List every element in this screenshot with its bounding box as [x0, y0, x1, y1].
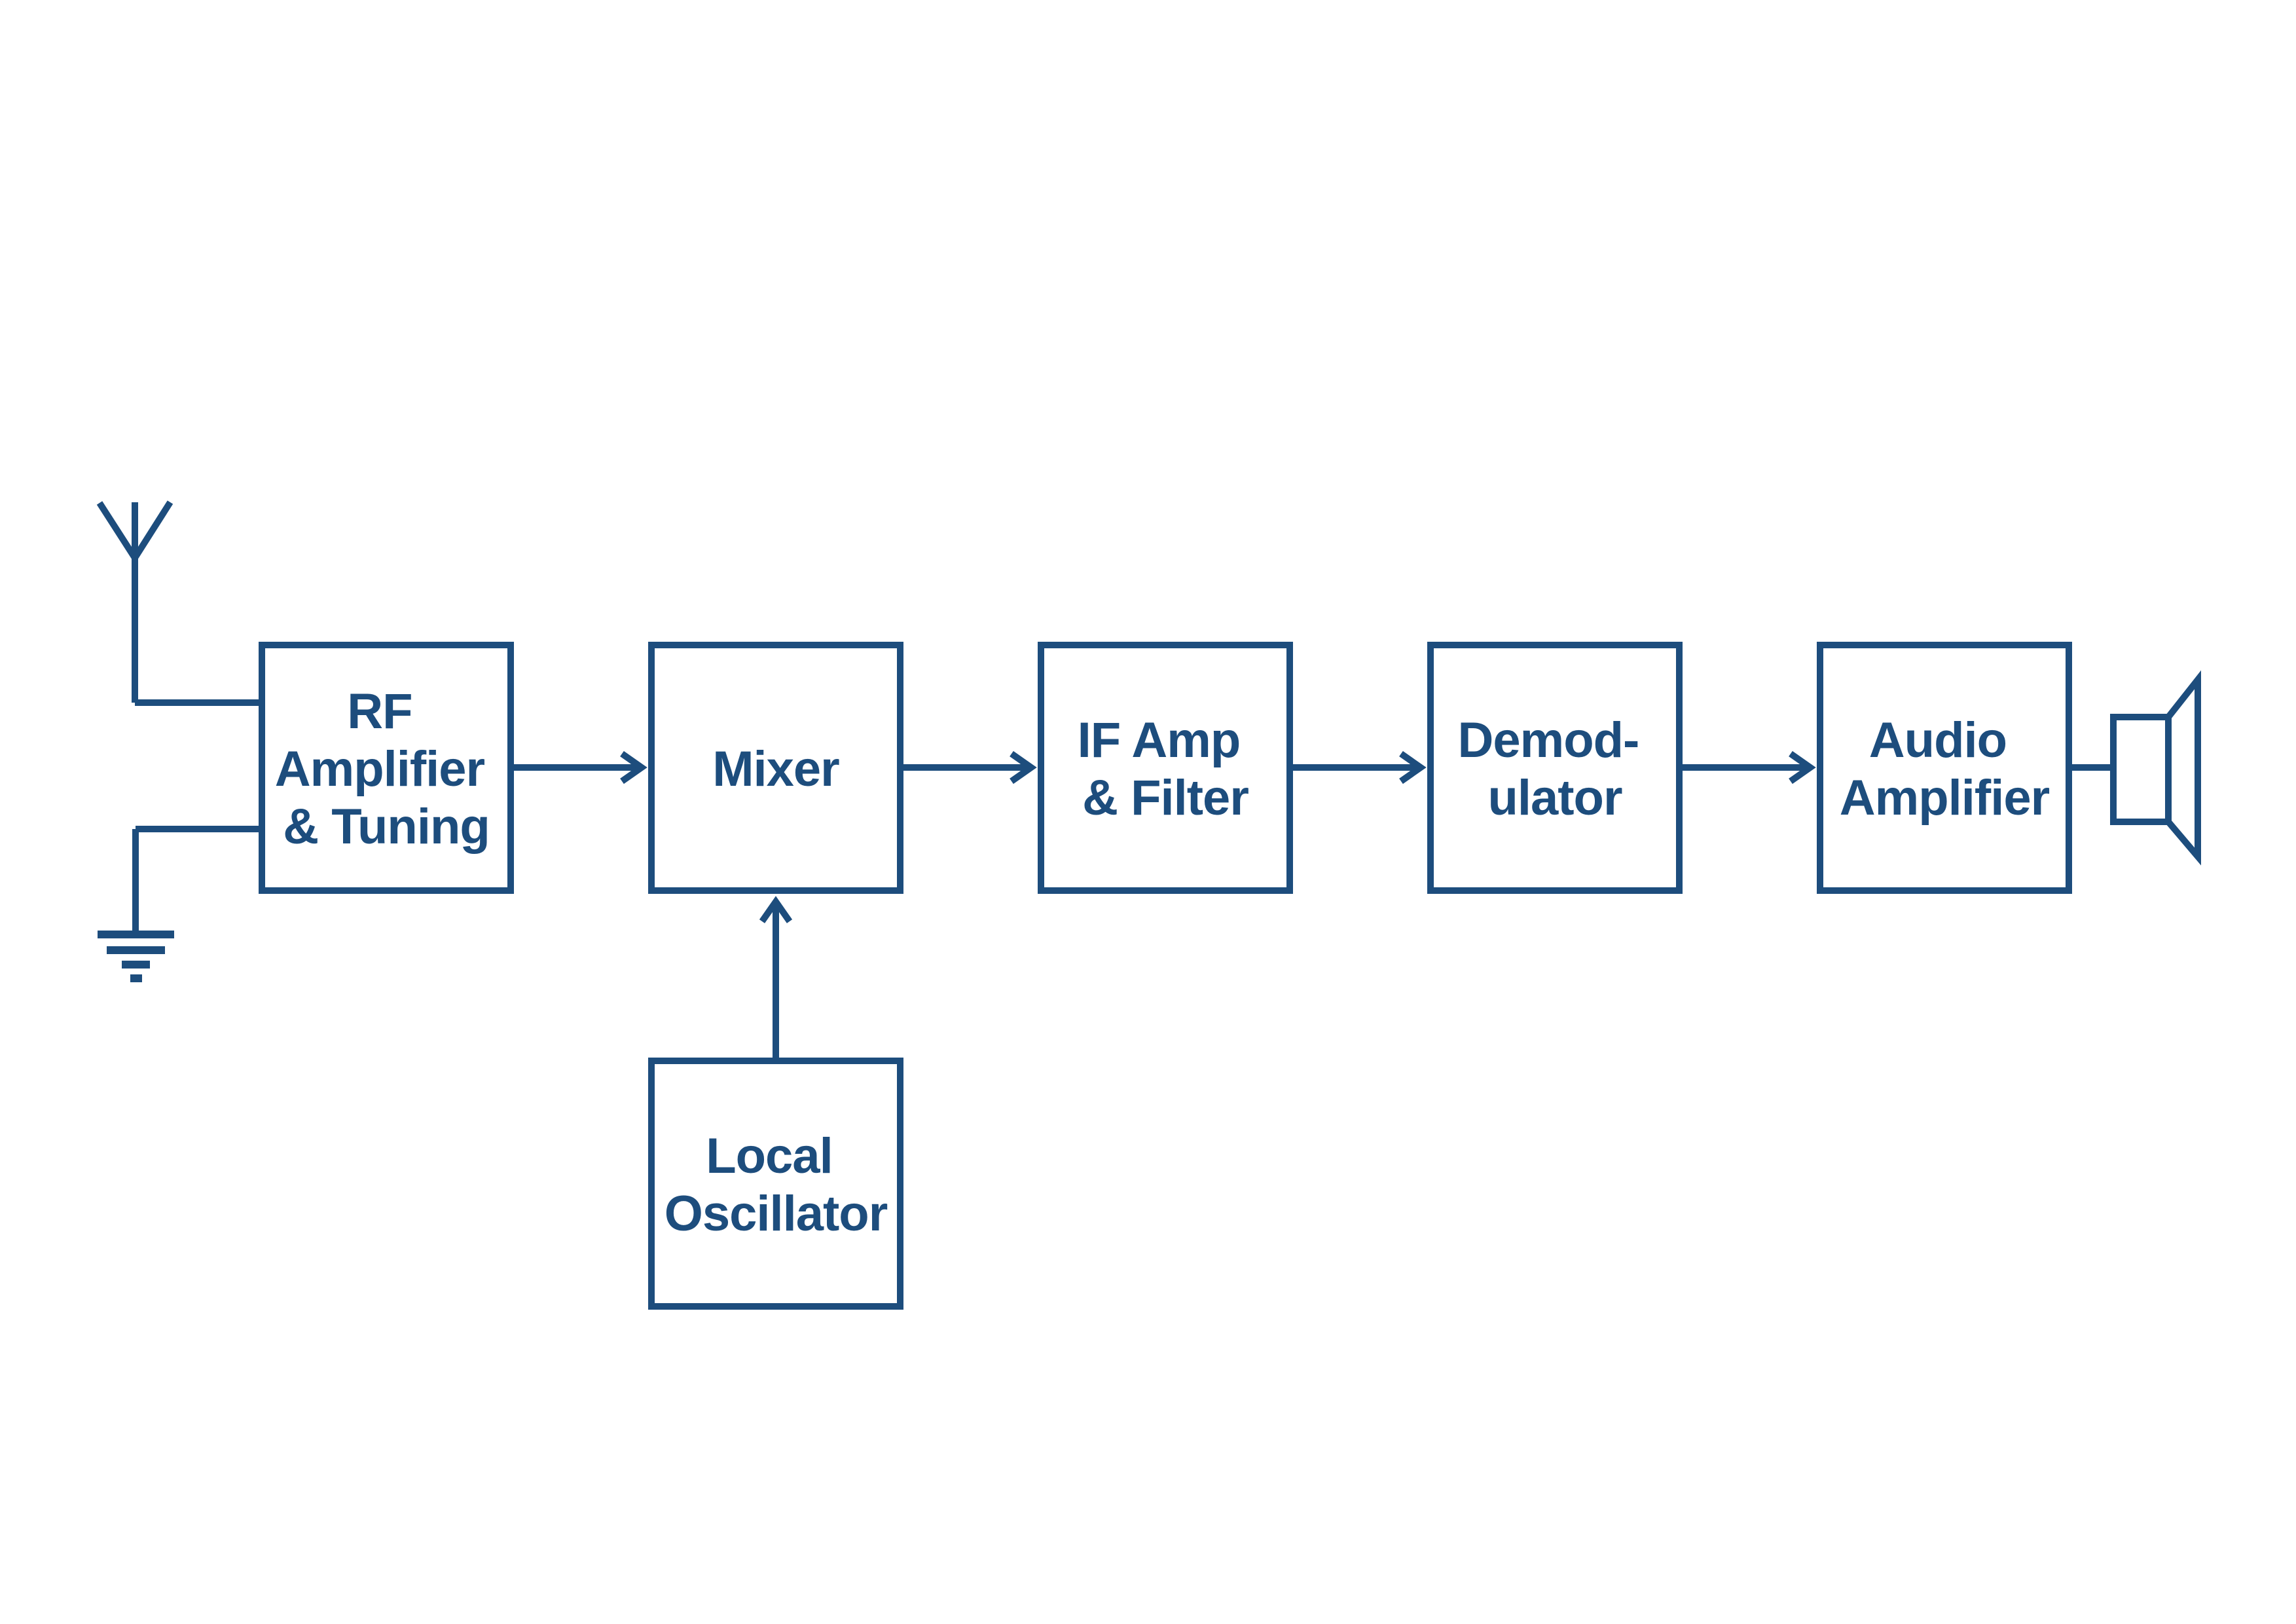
block-mixer: Mixer [648, 642, 903, 894]
arrow-mixer-to-if [900, 750, 1037, 784]
block-audio-amplifier: Audio Amplifier [1817, 642, 2072, 894]
block-demodulator: Demod- ulator [1427, 642, 1683, 894]
arrow-demod-to-audio [1679, 750, 1816, 784]
arrow-if-to-demod [1290, 750, 1427, 784]
mixer-label: Mixer [712, 741, 839, 797]
if-amp-filter-label: IF Amp & Filter [1078, 712, 1254, 826]
local-oscillator-label: Local Oscillator [665, 1128, 888, 1242]
block-rf-amplifier: RF Amplifier & Tuning [259, 642, 514, 894]
audio-amplifier-label: Audio Amplifier [1840, 712, 2050, 826]
demodulator-label: Demod- ulator [1457, 712, 1652, 826]
rf-amplifier-label: RF Amplifier & Tuning [275, 684, 498, 855]
arrow-rf-to-mixer [511, 750, 647, 784]
block-local-oscillator: Local Oscillator [648, 1058, 903, 1310]
arrow-lo-to-mixer [759, 896, 793, 1061]
block-if-amp-filter: IF Amp & Filter [1038, 642, 1293, 894]
speaker-icon [2069, 670, 2201, 866]
antenna-icon [96, 500, 262, 706]
ground-icon [98, 826, 262, 982]
